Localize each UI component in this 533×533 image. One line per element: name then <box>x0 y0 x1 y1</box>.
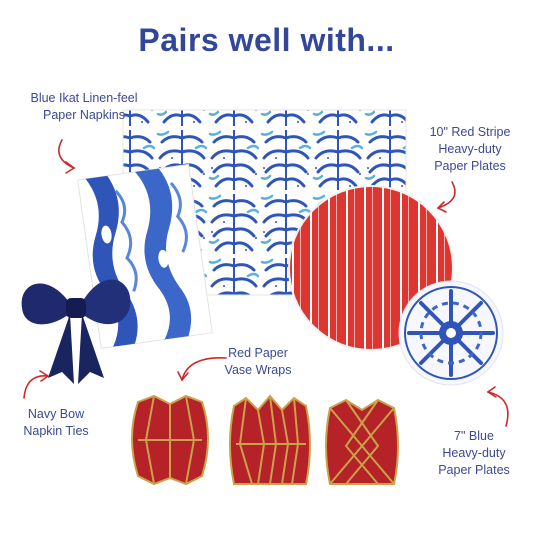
arrow-to-red-plates-icon <box>436 181 456 213</box>
arrow-to-bow-icon <box>23 370 50 399</box>
label-line: Paper Plates <box>434 159 506 173</box>
label-red-vase-wraps: Red Paper Vase Wraps <box>198 345 318 379</box>
navy-bow-image <box>21 279 131 384</box>
label-line: Paper Plates <box>438 463 510 477</box>
vase-wrap-3-image <box>325 398 399 485</box>
label-line: Navy Bow <box>27 407 85 421</box>
label-line: 7" Blue <box>454 429 494 443</box>
label-line: Paper Napkins <box>43 108 125 122</box>
arrow-to-blue-plates-icon <box>486 386 509 427</box>
vase-wrap-2-image <box>229 394 311 485</box>
label-blue-ikat-napkins: Blue Ikat Linen-feel Paper Napkins <box>4 90 164 124</box>
label-line: Heavy-duty <box>438 142 502 156</box>
arrow-to-vase-wraps-icon <box>177 357 227 382</box>
label-line: Vase Wraps <box>224 363 292 377</box>
label-navy-bow-ties: Navy Bow Napkin Ties <box>4 406 108 440</box>
page-title: Pairs well with... <box>138 22 395 58</box>
label-blue-plates: 7" Blue Heavy-duty Paper Plates <box>418 428 530 479</box>
label-red-stripe-plates: 10" Red Stripe Heavy-duty Paper Plates <box>408 124 532 175</box>
vase-wrap-1-image <box>131 394 209 486</box>
label-line: Red Paper <box>228 346 288 360</box>
arrow-to-napkins-icon <box>58 139 76 174</box>
label-line: Blue Ikat Linen-feel <box>30 91 138 105</box>
label-line: Heavy-duty <box>442 446 506 460</box>
label-line: 10" Red Stripe <box>429 125 511 139</box>
label-line: Napkin Ties <box>23 424 89 438</box>
blue-damask-plate-image <box>398 280 504 386</box>
